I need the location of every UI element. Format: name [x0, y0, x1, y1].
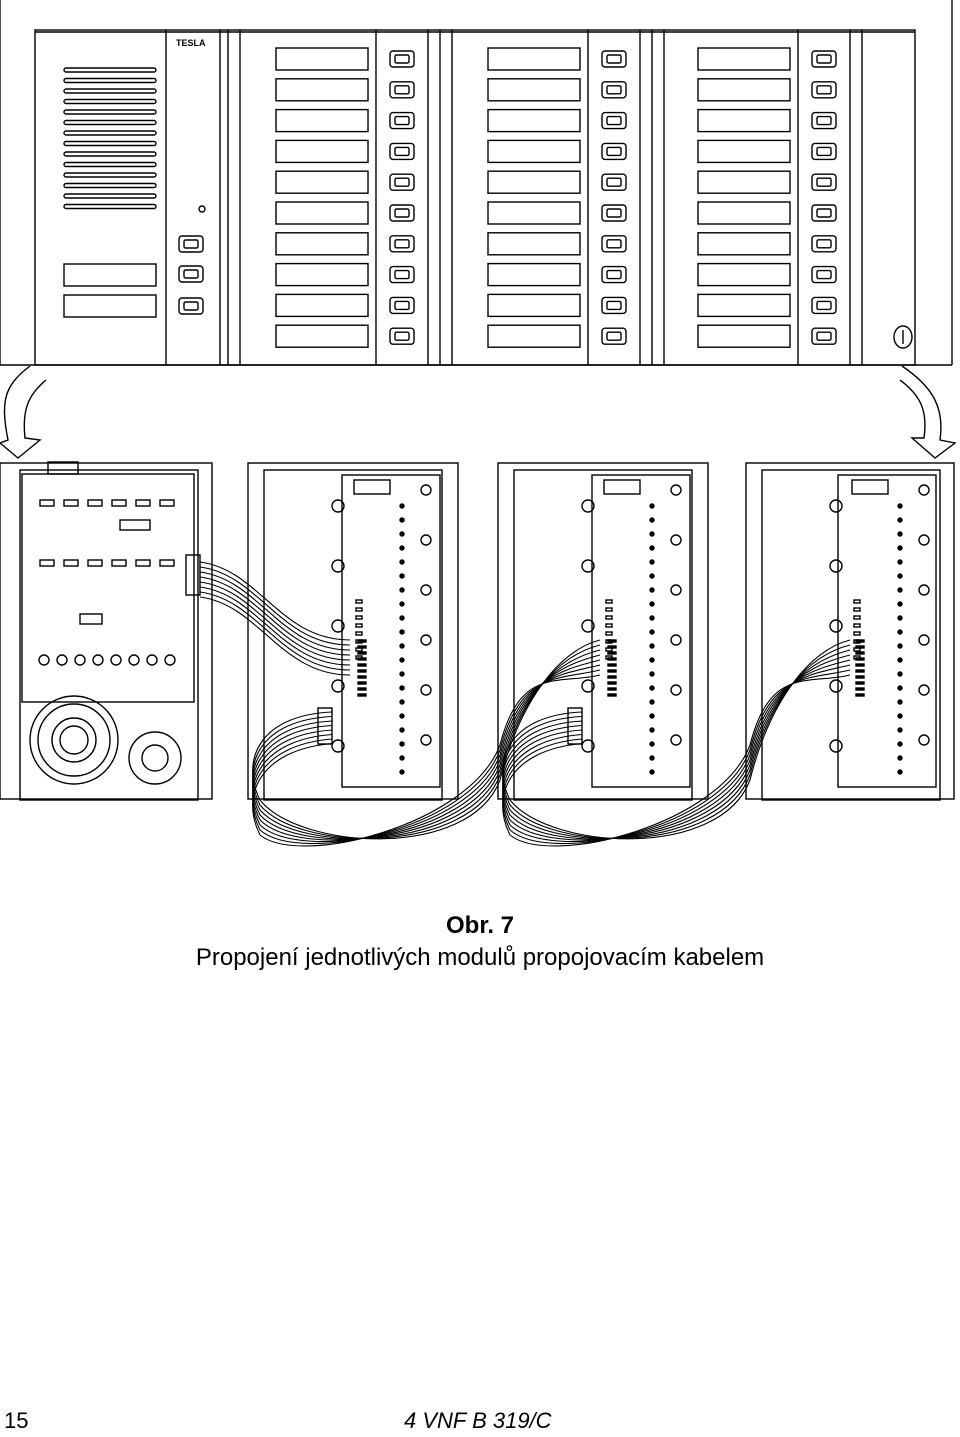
module-connection-diagram: TESLA — [0, 0, 957, 847]
lock-icon — [893, 325, 913, 349]
name-label-slots — [63, 47, 791, 348]
call-buttons — [178, 50, 837, 345]
right-arrow — [899, 365, 957, 459]
button-module-box-3 — [745, 462, 955, 801]
figure-caption-title: Obr. 7 — [445, 912, 515, 939]
main-module-box — [0, 461, 213, 801]
document-code: 4 VNF B 319/C — [404, 1408, 552, 1433]
front-panel — [0, 0, 953, 366]
left-arrow — [0, 365, 47, 459]
figure-caption-subtitle: Propojení jednotlivých modulů propojovac… — [195, 944, 765, 971]
page-number: 15 — [4, 1408, 29, 1433]
brand-label: TESLA — [176, 38, 206, 48]
speaker-grille — [63, 67, 157, 210]
button-module-box-2 — [497, 462, 709, 801]
ribbon-cables — [199, 561, 851, 847]
